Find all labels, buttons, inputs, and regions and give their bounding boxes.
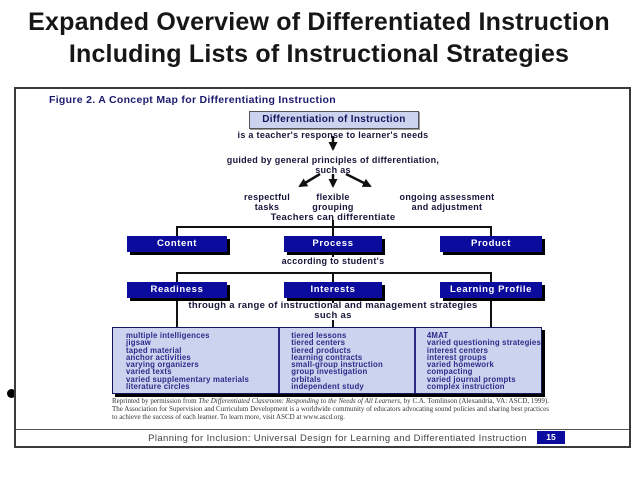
teachers-can-differentiate-line: Teachers can differentiate: [270, 212, 396, 223]
bracket-line-1: [176, 220, 492, 257]
process-box: Process: [284, 236, 382, 252]
list-item: varied supplementary materials: [126, 374, 250, 384]
learning-profile-box: Learning Profile: [440, 282, 542, 298]
list-item: small-group instruction: [291, 360, 383, 370]
list-item: group investigation: [291, 367, 368, 377]
according-line: according to student's: [281, 256, 385, 266]
page-number-badge: 15: [537, 431, 565, 444]
list-item: taped material: [126, 345, 182, 355]
list-item: interest centers: [426, 345, 489, 355]
connector-lines: [176, 136, 492, 327]
list-item: learning contracts: [291, 352, 363, 362]
slide-title: Expanded Overview of Differentiated Inst…: [28, 8, 610, 68]
list-item: complex instruction: [426, 382, 505, 392]
bracket-line-2: [176, 272, 492, 327]
list-item: tiered centers: [291, 338, 346, 348]
list-item: varied questioning strategies: [426, 338, 541, 348]
list-item: varied homework: [426, 360, 495, 370]
product-box: Product: [440, 236, 542, 252]
list-item: tiered products: [291, 345, 352, 355]
figure-panel: Figure 2. A Concept Map for Differentiat…: [14, 87, 631, 448]
list-item: 4MAT: [426, 331, 449, 340]
differentiation-of-instruction-box: Differentiation of Instruction: [249, 111, 419, 129]
citation-suffix: , by C.A. Tomlinson (Alexandria, VA: ASC…: [112, 397, 550, 421]
principle-flexible-grouping: flexible grouping: [312, 192, 354, 212]
principle-ongoing-assessment: ongoing assessment and adjustment: [399, 192, 495, 212]
interests-box: Interests: [284, 282, 382, 298]
figure-caption: Figure 2. A Concept Map for Differentiat…: [49, 94, 336, 106]
list-item: orbitals: [291, 374, 322, 384]
guided-line: guided by general principles of differen…: [226, 155, 440, 175]
list-item: multiple intelligences: [126, 331, 210, 340]
footer-title: Planning for Inclusion: Universal Design…: [148, 433, 527, 444]
list-item: tiered lessons: [291, 331, 347, 340]
bullet-point-large: [7, 389, 16, 398]
footer-divider: [16, 429, 629, 430]
citation-book-title: The Differentiated Classroom: Responding…: [198, 397, 400, 405]
branch-arrow-right-icon: [345, 172, 372, 188]
list-item: varied texts: [126, 367, 172, 377]
list-item: independent study: [291, 382, 364, 392]
readiness-box: Readiness: [127, 282, 227, 298]
response-line: is a teacher's response to learner's nee…: [237, 130, 429, 140]
branch-arrow-left-icon: [298, 172, 321, 188]
list-item: varied journal prompts: [426, 374, 516, 384]
citation-text: Reprinted by permission from The Differe…: [112, 397, 550, 421]
list-item: interest groups: [426, 352, 487, 362]
range-line: through a range of instructional and man…: [188, 300, 478, 321]
list-item: jigsaw: [126, 338, 152, 348]
list-item: literature circles: [126, 382, 190, 392]
content-box: Content: [127, 236, 227, 252]
list-item: compacting: [426, 367, 473, 377]
citation-prefix: Reprinted by permission from: [112, 397, 199, 405]
list-item: varying organizers: [126, 360, 199, 370]
principle-respectful-tasks: respectful tasks: [243, 192, 290, 212]
list-item: anchor activities: [126, 352, 191, 362]
